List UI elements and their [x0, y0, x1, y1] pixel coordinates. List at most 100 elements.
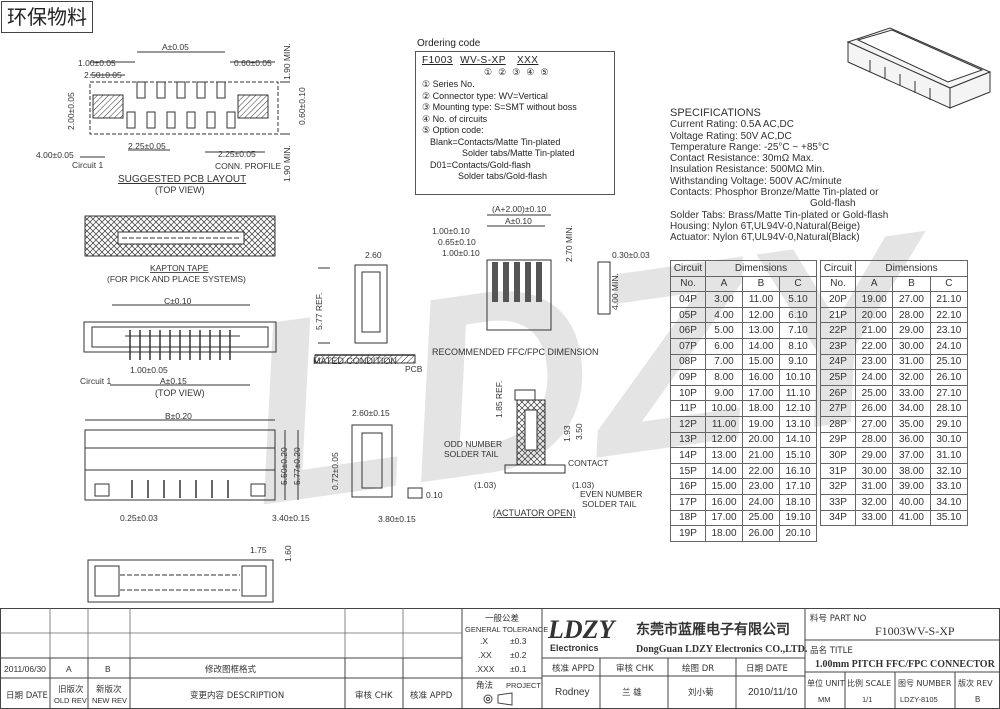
- col-header: B: [742, 275, 780, 293]
- dims-header: Dimensions: [855, 260, 968, 277]
- front-dim-3: 0.25±0.03: [120, 513, 158, 523]
- table-cell: 15.00: [705, 478, 743, 495]
- table-cell: 21.00: [854, 322, 894, 339]
- table-cell: 11.00: [742, 291, 780, 308]
- table-cell: 27P: [820, 400, 856, 417]
- company-logo: LDZY: [547, 615, 617, 644]
- table-cell: 23.10: [929, 322, 969, 339]
- act-p1: (1.03): [474, 480, 496, 490]
- ffc-dim-7: 0.30±0.03: [612, 250, 650, 260]
- act-odd: ODD NUMBER: [444, 439, 502, 449]
- table-cell: 28.00: [854, 431, 894, 449]
- table-cell: 24.10: [929, 337, 969, 355]
- chk-name: 兰 雄: [622, 687, 642, 698]
- table-cell: 21.00: [742, 447, 780, 464]
- table-cell: 29.00: [892, 322, 931, 339]
- pcb-dim-4: 2.00±0.05: [66, 92, 76, 130]
- table-cell: 28P: [820, 415, 856, 433]
- spec-line: Contacts: Phosphor Bronze/Matte Tin-plat…: [670, 187, 879, 199]
- table-cell: 24P: [820, 353, 856, 371]
- ffc-title: RECOMMENDED FFC/FPC DIMENSION: [432, 347, 599, 357]
- table-cell: 14.00: [705, 462, 743, 480]
- table-cell: 12.00: [742, 306, 780, 324]
- table-cell: 26.00: [854, 400, 894, 417]
- tol-xx: .XX: [478, 650, 492, 660]
- table-cell: 37.00: [892, 447, 931, 464]
- appd-name: Rodney: [555, 687, 589, 698]
- hdr-desc: 变更内容 DESCRIPTION: [190, 690, 284, 701]
- table-cell: 5.00: [705, 322, 743, 339]
- table-cell: 14P: [670, 447, 706, 464]
- col-header: C: [779, 275, 817, 293]
- ordering-code-type: WV-S-XP: [460, 55, 506, 66]
- table-cell: 11.10: [779, 384, 817, 402]
- table-cell: 26P: [820, 384, 856, 402]
- top-dim-pitch: 1.00±0.05: [130, 365, 168, 375]
- table-cell: 33.10: [929, 478, 969, 495]
- ffc-dim-1: (A+2.00)±0.10: [492, 204, 546, 214]
- table-cell: 31.00: [892, 353, 931, 371]
- table-cell: 31P: [820, 462, 856, 480]
- front-view: [84, 419, 299, 501]
- table-cell: 31.00: [854, 478, 894, 495]
- table-cell: 8.00: [705, 369, 743, 386]
- ordering-item: ② Connector type: WV=Vertical: [422, 90, 548, 101]
- drawing-number: LDZY-8105: [900, 695, 938, 704]
- code-num-5: ⑤: [540, 66, 555, 77]
- company-logo-sub: Electronics: [550, 643, 599, 653]
- table-cell: 32P: [820, 478, 856, 495]
- table-cell: 17.10: [779, 478, 817, 495]
- mated-dim-1: 2.60: [365, 250, 382, 260]
- pcb-conn-profile: CONN. PROFILE: [215, 161, 281, 171]
- table-cell: 12P: [670, 415, 706, 433]
- table-cell: 08P: [670, 353, 706, 371]
- table-cell: 14.00: [742, 337, 780, 355]
- mated-title: MATED CONDITION: [313, 356, 397, 366]
- tol-xxx: .XXX: [475, 664, 495, 674]
- projection-symbol-icon: [483, 692, 513, 706]
- pcb-dim-1: 1.00±0.05: [78, 58, 116, 68]
- kapton-title: KAPTON TAPE: [150, 263, 209, 273]
- circuit-header: Circuit: [820, 260, 856, 277]
- pcb-circuit-1: Circuit 1: [72, 160, 103, 170]
- hdr-new-2: NEW REV: [92, 696, 127, 705]
- table-cell: 16.10: [779, 462, 817, 480]
- top-dim-c: C±0.10: [164, 296, 192, 306]
- dims-header: Dimensions: [705, 260, 817, 277]
- specs-heading: SPECIFICATIONS: [670, 107, 761, 119]
- table-cell: 29.00: [854, 447, 894, 464]
- table-cell: 3.00: [705, 291, 743, 308]
- table-cell: 16P: [670, 478, 706, 495]
- title-header: 品名 TITLE: [810, 645, 853, 656]
- kapton-sub: (FOR PICK AND PLACE SYSTEMS): [107, 274, 246, 284]
- col-header: No.: [820, 275, 856, 293]
- pcb-dim-8: 2.25±0.05: [218, 149, 256, 159]
- date-header: 日期 DATE: [746, 664, 788, 674]
- table-cell: 35.00: [892, 415, 931, 433]
- table-cell: 31.10: [929, 447, 969, 464]
- table-cell: 05P: [670, 306, 706, 324]
- spec-line: Current Rating: 0.5A AC,DC: [670, 119, 794, 131]
- table-cell: 19.00: [854, 291, 894, 308]
- table-cell: 25.00: [854, 384, 894, 402]
- connector-3d-view: [846, 27, 992, 109]
- table-cell: 23.00: [854, 353, 894, 371]
- table-cell: 15.10: [779, 447, 817, 464]
- drawing-date: 2010/11/10: [748, 687, 798, 698]
- table-cell: 10.10: [779, 369, 817, 386]
- table-cell: 7.10: [779, 322, 817, 339]
- unit-header: 单位 UNIT: [807, 678, 845, 688]
- top-view-label: (TOP VIEW): [155, 388, 205, 398]
- table-cell: 36.00: [892, 431, 931, 449]
